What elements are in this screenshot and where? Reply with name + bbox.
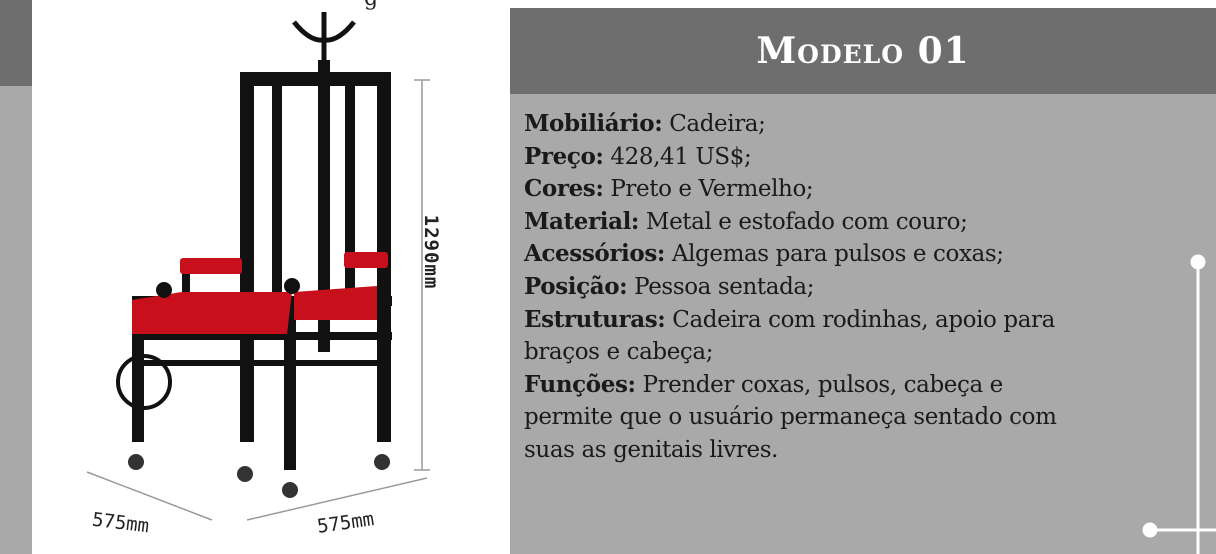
spec-value: permite que o usuário permaneça sentado … <box>524 404 1057 431</box>
product-figure: g <box>32 0 510 554</box>
caster-wheels <box>128 454 390 498</box>
spec-value: Cadeira; <box>662 111 766 137</box>
height-dimension-label: 1290mm <box>420 214 442 290</box>
spec-item: Estruturas: Cadeira com rodinhas, apoio … <box>524 304 1164 337</box>
width-dimension-lines <box>86 471 428 521</box>
chair-illustration <box>86 12 430 521</box>
spec-item-continuation: permite que o usuário permaneça sentado … <box>524 401 1164 434</box>
spec-value: Pessoa sentada; <box>627 273 815 300</box>
spec-item: Preço: 428,41 US$; <box>524 141 1164 174</box>
cropped-caption-fragment: g <box>364 0 378 11</box>
spec-value: suas as genitais livres. <box>524 436 779 463</box>
spec-item: Cores: Preto e Vermelho; <box>524 173 1164 206</box>
spec-value: 428,41 US$; <box>603 143 752 170</box>
panel-title: Modelo 01 <box>756 30 970 72</box>
left-decor-strip-light <box>0 86 32 554</box>
left-decor-strip-dark <box>0 0 32 86</box>
spec-value: Cadeira com rodinhas, apoio para <box>665 306 1055 333</box>
head-rest <box>292 12 356 62</box>
height-dimension-line <box>414 79 430 471</box>
spec-value: braços e cabeça; <box>524 339 714 366</box>
spec-label: Preço: <box>524 142 604 170</box>
spec-label: Estruturas: <box>524 305 666 333</box>
spec-item: Material: Metal e estofado com couro; <box>524 206 1164 239</box>
spec-label: Posição: <box>524 272 628 300</box>
spec-item: Funções: Prender coxas, pulsos, cabeça e <box>524 369 1164 402</box>
spec-list: Mobiliário: Cadeira; Preço: 428,41 US$; … <box>524 108 1164 467</box>
spec-item: Mobiliário: Cadeira; <box>524 108 1164 141</box>
spec-label: Acessórios: <box>524 240 665 268</box>
spec-item: Posição: Pessoa sentada; <box>524 271 1164 304</box>
spec-label: Mobiliário: <box>524 110 663 137</box>
spec-value: Prender coxas, pulsos, cabeça e <box>635 371 1004 398</box>
thigh-cuff <box>116 278 300 410</box>
spec-item: Acessórios: Algemas para pulsos e coxas; <box>524 238 1164 271</box>
spec-label: Funções: <box>524 370 636 398</box>
spec-item-continuation: suas as genitais livres. <box>524 434 1164 467</box>
panel-body: Mobiliário: Cadeira; Preço: 428,41 US$; … <box>510 94 1216 554</box>
spec-label: Material: <box>524 207 640 235</box>
decorative-connector <box>1142 254 1216 554</box>
upholstery <box>132 252 388 334</box>
spec-label: Cores: <box>524 175 604 203</box>
spec-item-continuation: braços e cabeça; <box>524 336 1164 369</box>
panel-header: Modelo 01 <box>510 8 1216 94</box>
spec-value: Algemas para pulsos e coxas; <box>664 241 1004 268</box>
spec-value: Metal e estofado com couro; <box>639 208 968 235</box>
spec-panel: Modelo 01 Mobiliário: Cadeira; Preço: 42… <box>510 0 1216 554</box>
spec-value: Preto e Vermelho; <box>603 176 814 203</box>
